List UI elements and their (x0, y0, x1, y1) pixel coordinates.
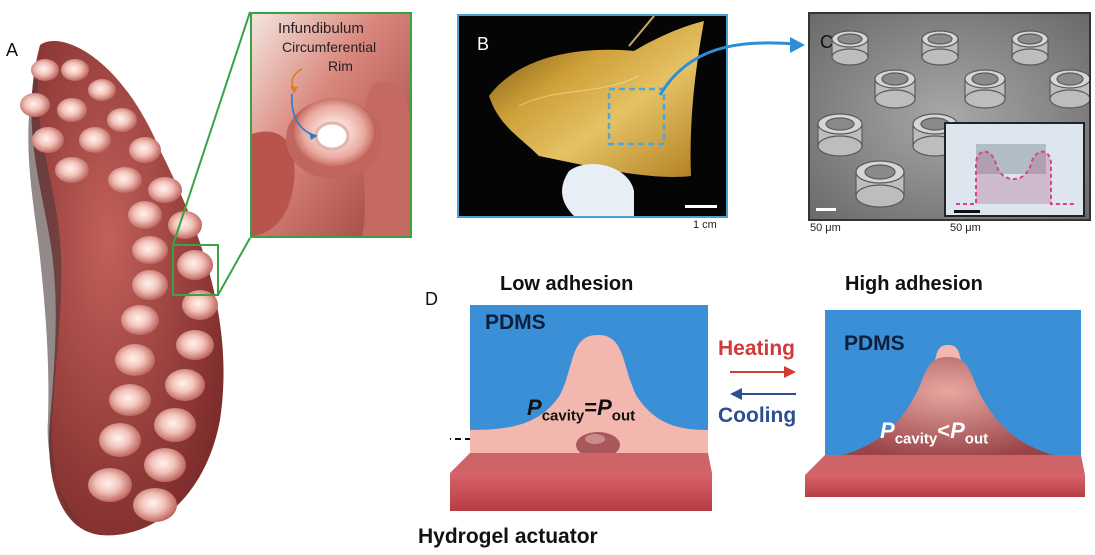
sucker-zoom-panel: Infundibulum Circumferential Rim (250, 12, 412, 238)
heating-arrow (730, 366, 796, 378)
eq-left-p2: P (597, 395, 612, 420)
panel-c-sem-image: C (808, 12, 1091, 221)
sucker-closeup-illustration (252, 14, 410, 236)
left-pdms-label: PDMS (485, 311, 546, 334)
panel-b-scale-label: 1 cm (693, 219, 717, 231)
eq-left-sub1: cavity (541, 407, 585, 425)
low-adhesion-title: Low adhesion (500, 273, 634, 295)
cross-section-illustration (946, 124, 1083, 215)
left-pressure-equation: Pcavity=Pout (527, 395, 635, 424)
high-adhesion-diagram (805, 310, 1085, 497)
panel-c-inset (944, 122, 1085, 217)
octopus-arm-illustration (20, 40, 224, 536)
eq-right-sub2: out (964, 430, 989, 448)
flexible-film-illustration (459, 16, 726, 216)
panel-c-letter: C (820, 32, 833, 52)
cooling-label: Cooling (718, 404, 797, 427)
hydrogel-actuator-label: Hydrogel actuator (418, 525, 598, 548)
panel-b-photo: B (457, 14, 728, 218)
eq-right-op: < (937, 418, 951, 443)
arm-suckers (20, 59, 218, 522)
zoom-region-box (172, 244, 219, 296)
eq-right-p2: P (950, 418, 965, 443)
eq-right-p: P (880, 418, 895, 443)
heating-label: Heating (718, 337, 796, 360)
panel-b-letter: B (477, 34, 490, 54)
panel-c-scale-inset: 50 μm (950, 222, 981, 234)
high-adhesion-title: High adhesion (845, 273, 983, 295)
panel-d-letter: D (425, 289, 438, 309)
right-pressure-equation: Pcavity<Pout (880, 418, 988, 447)
eq-right-sub1: cavity (894, 430, 938, 448)
circumferential-label: Circumferential (282, 39, 377, 55)
cooling-arrow (730, 388, 796, 400)
panel-c-scale-main: 50 μm (810, 222, 841, 234)
eq-left-op: = (584, 395, 598, 420)
infundibulum-label: Infundibulum (278, 20, 364, 37)
panel-a-letter: A (6, 40, 19, 60)
rim-label: Rim (328, 58, 353, 74)
eq-left-p: P (527, 395, 542, 420)
zoom-connector-lines (172, 11, 251, 296)
eq-left-sub2: out (611, 407, 636, 425)
low-adhesion-diagram (450, 305, 712, 511)
b-to-c-arrow (658, 37, 805, 96)
right-pdms-label: PDMS (844, 332, 905, 355)
